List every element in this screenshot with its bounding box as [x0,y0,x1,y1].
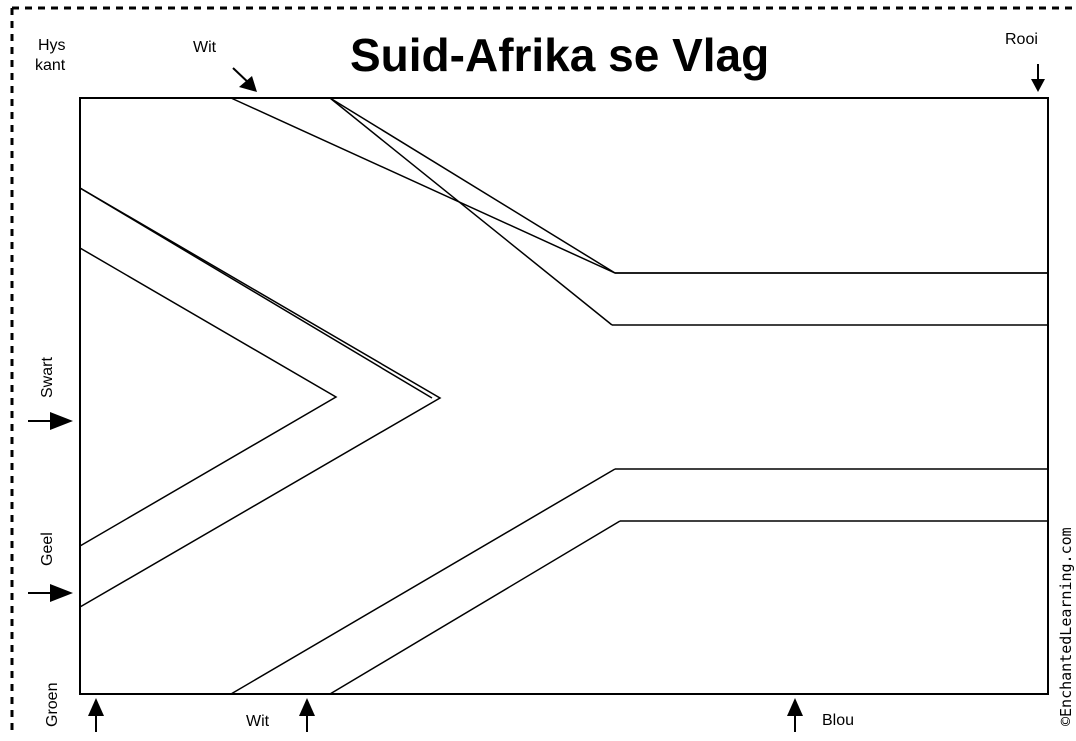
upper-y-arm [80,188,612,325]
label-blue: Blou [822,712,855,729]
lower-band-outer-line [230,468,616,695]
arrow-white-top-head [239,76,257,92]
chevron-line [79,247,338,547]
page-title: Suid-Afrika se Vlag [350,29,770,81]
label-red: Rooi [1005,31,1038,48]
dashed-border [10,6,1076,736]
label-green: Groen [44,682,61,727]
y-upper-line [79,187,442,608]
label-hoist-line1: Hys [38,37,66,54]
arrows [28,64,1045,732]
copyright-credit: ©EnchantedLearning.com [1057,527,1075,726]
upper-band-inner-line [329,97,616,274]
upper-band-outer-line [230,97,1048,274]
arrow-green-head [88,698,104,716]
arrow-black-head [50,412,73,430]
upper-inner-diag-to-center [329,97,613,326]
label-white-top: Wit [193,39,217,56]
label-black: Swart [39,357,56,398]
band-second-line [330,98,1048,325]
label-yellow: Geel [39,532,56,566]
label-white-bottom: Wit [246,713,270,730]
arrow-red-head [1031,79,1045,92]
lower-band-inner-line [329,520,621,695]
label-hoist-line2: kant [35,57,66,74]
middle-upper-line [80,188,1048,325]
flag-frame [79,97,1049,695]
arrow-white-bottom-head [299,698,315,716]
arrow-yellow-head [50,584,73,602]
center-upper-line [330,98,1048,325]
arrow-blue-head [787,698,803,716]
